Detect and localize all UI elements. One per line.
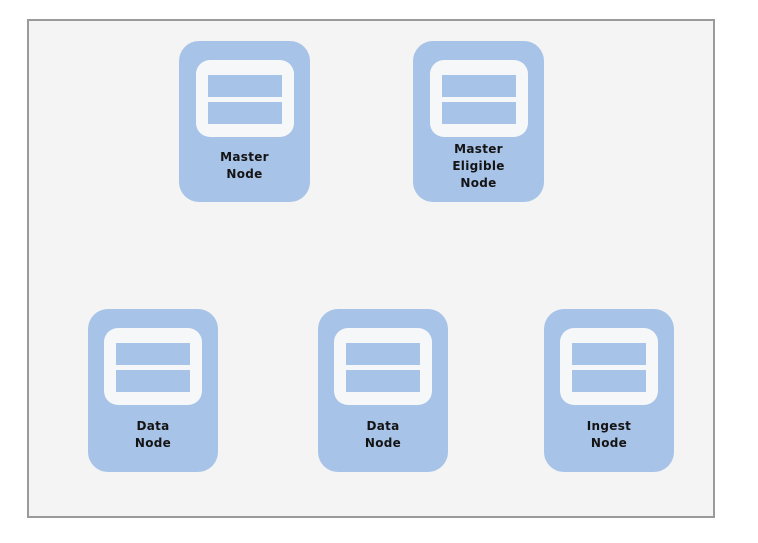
server-bar [441,102,516,124]
node-label: Ingest Node [586,419,632,450]
node-master[interactable]: Master Node [179,41,310,202]
node-ingest[interactable]: Ingest Node [544,309,674,472]
server-bar [207,75,282,97]
server-icon [195,60,294,137]
server-icon [334,328,432,405]
node-data-1[interactable]: Data Node [88,309,218,472]
server-icon [104,328,202,405]
server-icon [560,328,658,405]
server-bar [116,343,190,365]
server-bar [572,370,646,392]
server-icon [429,60,528,137]
diagram-panel: Master Node Master Eligible Node Data No… [27,19,715,518]
node-label: Master Node [220,150,269,181]
server-bar [441,75,516,97]
node-data-2[interactable]: Data Node [318,309,448,472]
node-label: Data Node [364,419,402,450]
server-bar [207,102,282,124]
node-master-eligible[interactable]: Master Eligible Node [413,41,544,202]
server-bar [346,370,420,392]
node-label: Master Eligible Node [452,141,505,190]
node-label: Data Node [134,419,172,450]
server-bar [116,370,190,392]
server-bar [346,343,420,365]
server-bar [572,343,646,365]
